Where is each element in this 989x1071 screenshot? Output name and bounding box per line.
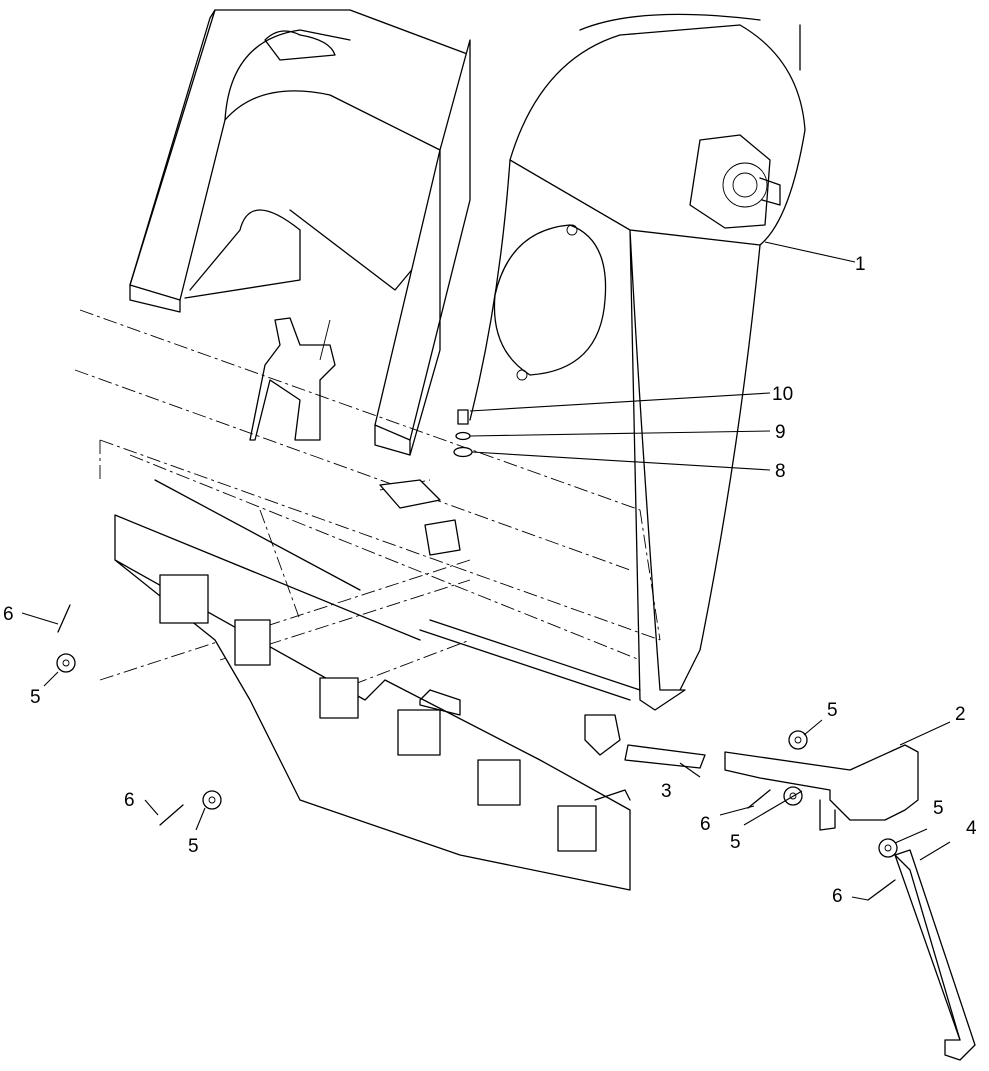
callout-6-left: 6 <box>3 604 14 625</box>
callout-5-handle: 5 <box>730 832 741 853</box>
callout-6-right: 6 <box>832 886 843 907</box>
callout-2: 2 <box>955 704 966 725</box>
callout-3: 3 <box>661 781 672 802</box>
bolt-washer-stack <box>379 409 473 556</box>
mounting-bracket <box>249 317 336 441</box>
handle-assembly <box>624 744 976 1061</box>
callout-5-right: 5 <box>933 798 944 819</box>
callout-10: 10 <box>772 384 793 405</box>
callout-8: 8 <box>775 461 786 482</box>
callout-4: 4 <box>966 818 977 839</box>
callout-labels: 1 10 9 8 2 3 4 5 5 5 5 5 6 6 6 6 <box>3 254 977 907</box>
left-chute-frame <box>129 9 471 456</box>
callout-5-upper-right: 5 <box>827 700 838 721</box>
phantom-deck-outline <box>74 309 661 721</box>
callout-9: 9 <box>775 422 786 443</box>
callout-1: 1 <box>855 254 866 275</box>
chute-housing <box>469 13 806 711</box>
callout-5-left: 5 <box>30 687 41 708</box>
callout-5-bottom-left: 5 <box>188 836 199 857</box>
washers-and-pins <box>56 604 898 901</box>
leader-lines <box>21 241 951 901</box>
callout-6-handle: 6 <box>700 814 711 835</box>
callout-6-bottom-left: 6 <box>124 790 135 811</box>
scraper-assembly <box>114 479 641 891</box>
